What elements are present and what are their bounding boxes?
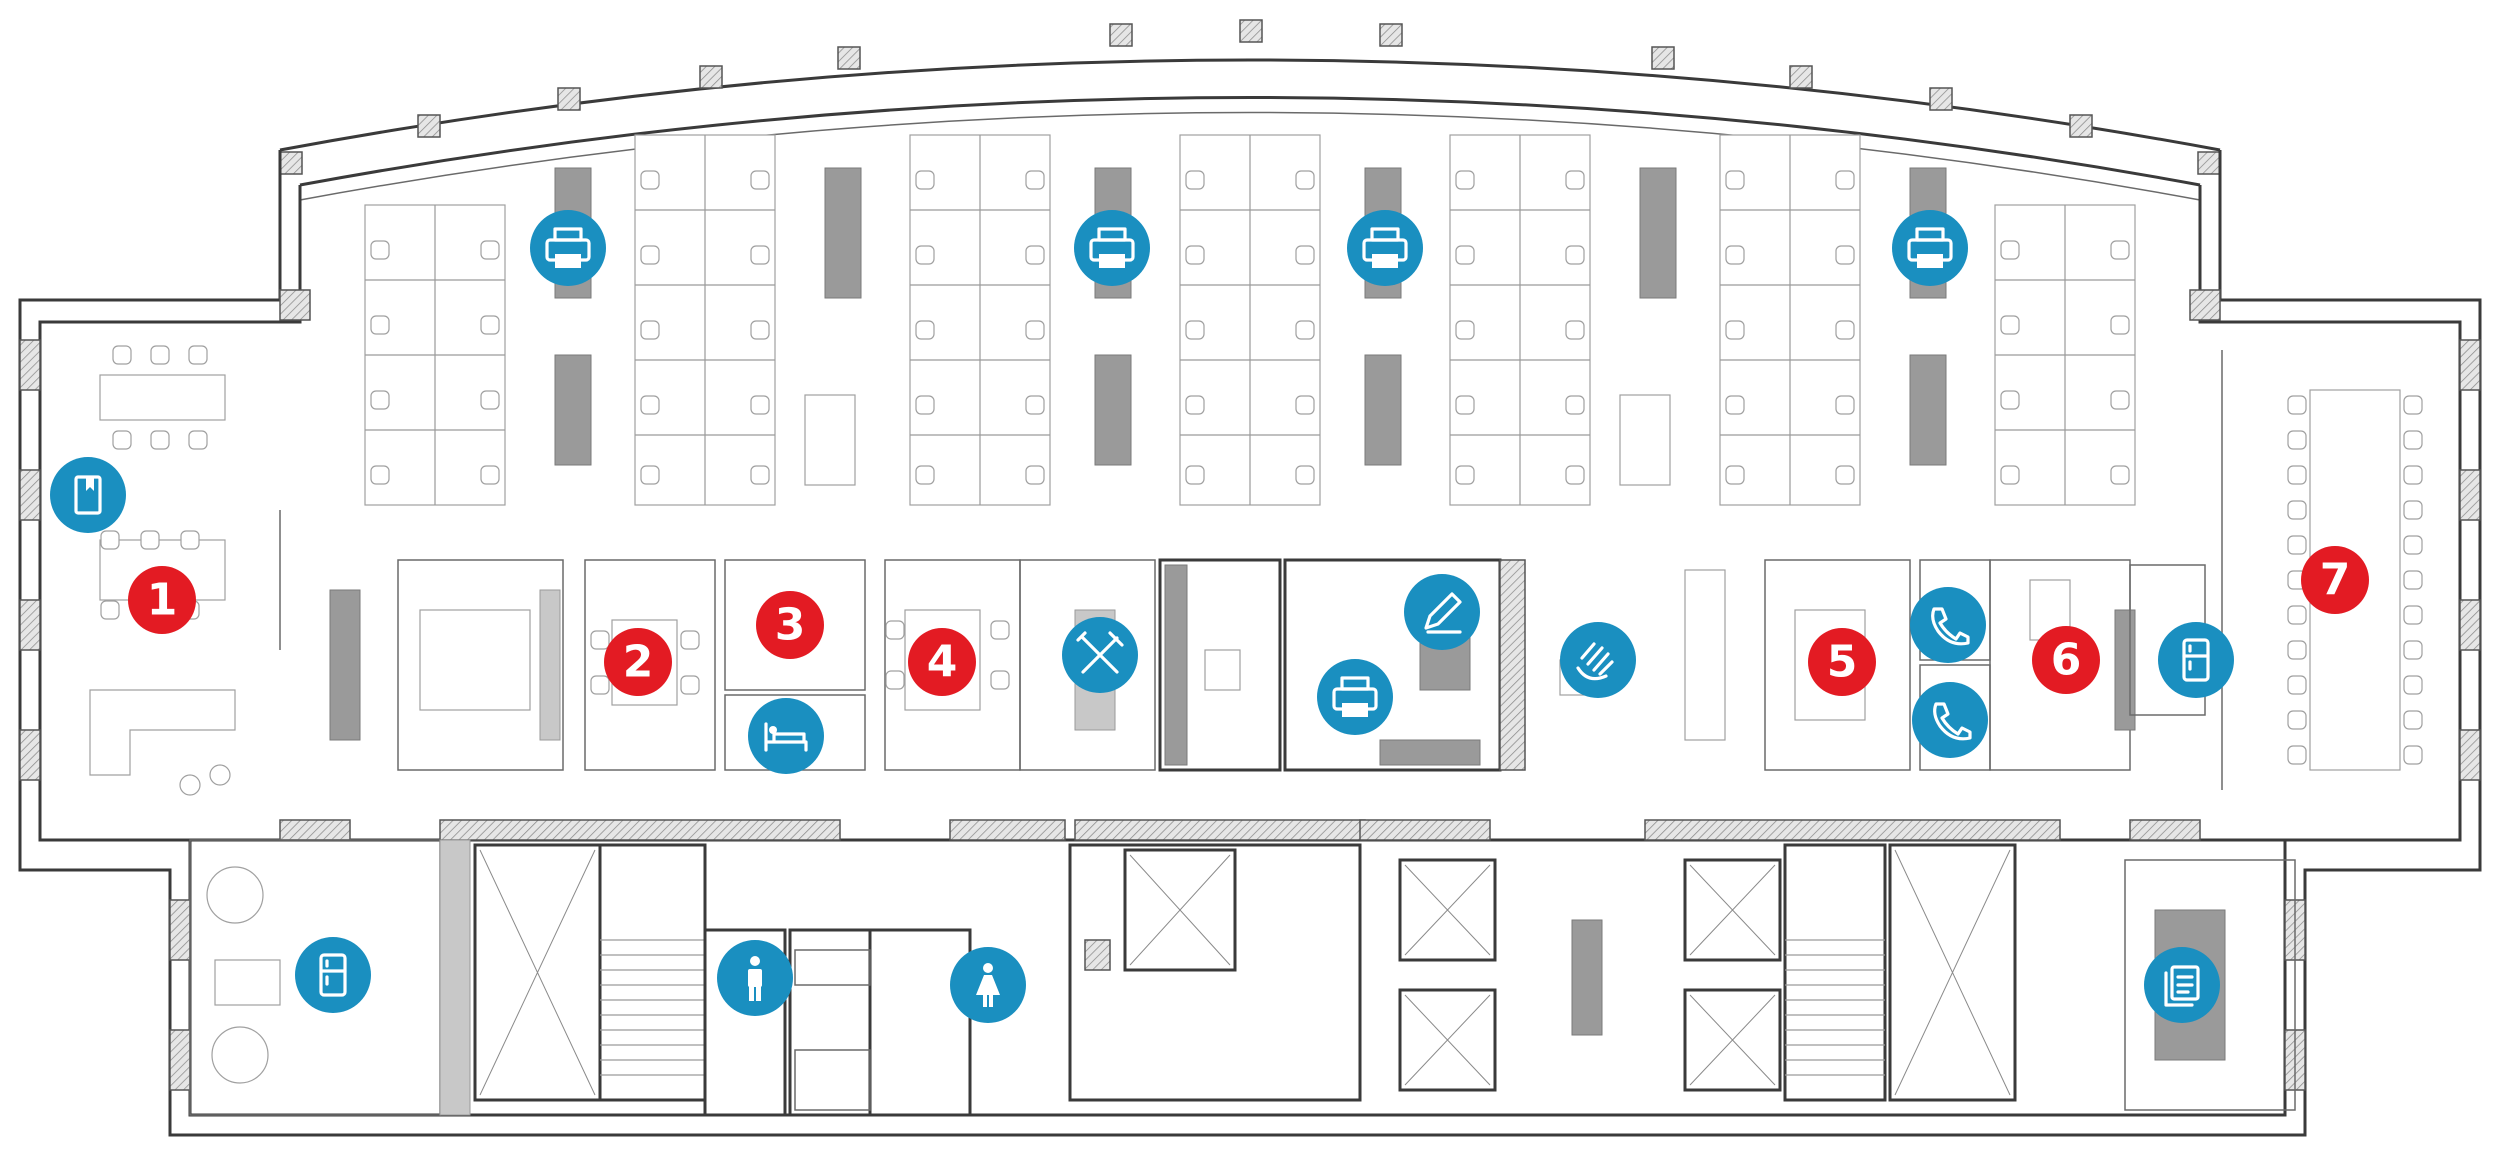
room-marker-2[interactable]: 2: [604, 628, 672, 696]
hand-wash-icon[interactable]: [1560, 622, 1636, 698]
printer-icon[interactable]: [1347, 210, 1423, 286]
room-marker-5[interactable]: 5: [1808, 628, 1876, 696]
phone-icon[interactable]: [1912, 682, 1988, 758]
fridge-icon[interactable]: [295, 937, 371, 1013]
documents-icon[interactable]: [2144, 947, 2220, 1023]
printer-icon[interactable]: [1074, 210, 1150, 286]
room-marker-4[interactable]: 4: [908, 628, 976, 696]
library-book-icon[interactable]: [50, 457, 126, 533]
phone-icon[interactable]: [1910, 587, 1986, 663]
room-marker-label: 5: [1827, 637, 1858, 688]
left-lounge: [89, 345, 361, 796]
pen-icon[interactable]: [1404, 574, 1480, 650]
room-marker-6[interactable]: 6: [2032, 626, 2100, 694]
room-marker-label: 4: [927, 637, 958, 688]
printer-icon[interactable]: [1317, 659, 1393, 735]
room-marker-label: 3: [775, 600, 806, 651]
fridge-icon[interactable]: [2158, 622, 2234, 698]
room-marker-label: 2: [623, 637, 654, 688]
room-marker-label: 7: [2320, 555, 2351, 606]
printer-icon[interactable]: [1892, 210, 1968, 286]
building-core: [189, 819, 2296, 1117]
printer-icon[interactable]: [530, 210, 606, 286]
mens-restroom-icon[interactable]: [717, 940, 793, 1016]
tools-icon[interactable]: [1062, 617, 1138, 693]
bed-icon[interactable]: [748, 698, 824, 774]
room-marker-3[interactable]: 3: [756, 591, 824, 659]
room-marker-7[interactable]: 7: [2301, 546, 2369, 614]
room-marker-label: 6: [2051, 635, 2082, 686]
building-shell: [18, 19, 2482, 1137]
room-marker-label: 1: [147, 575, 178, 626]
workstations: [364, 134, 2136, 506]
womens-restroom-icon[interactable]: [950, 947, 1026, 1023]
room-marker-1[interactable]: 1: [128, 566, 196, 634]
